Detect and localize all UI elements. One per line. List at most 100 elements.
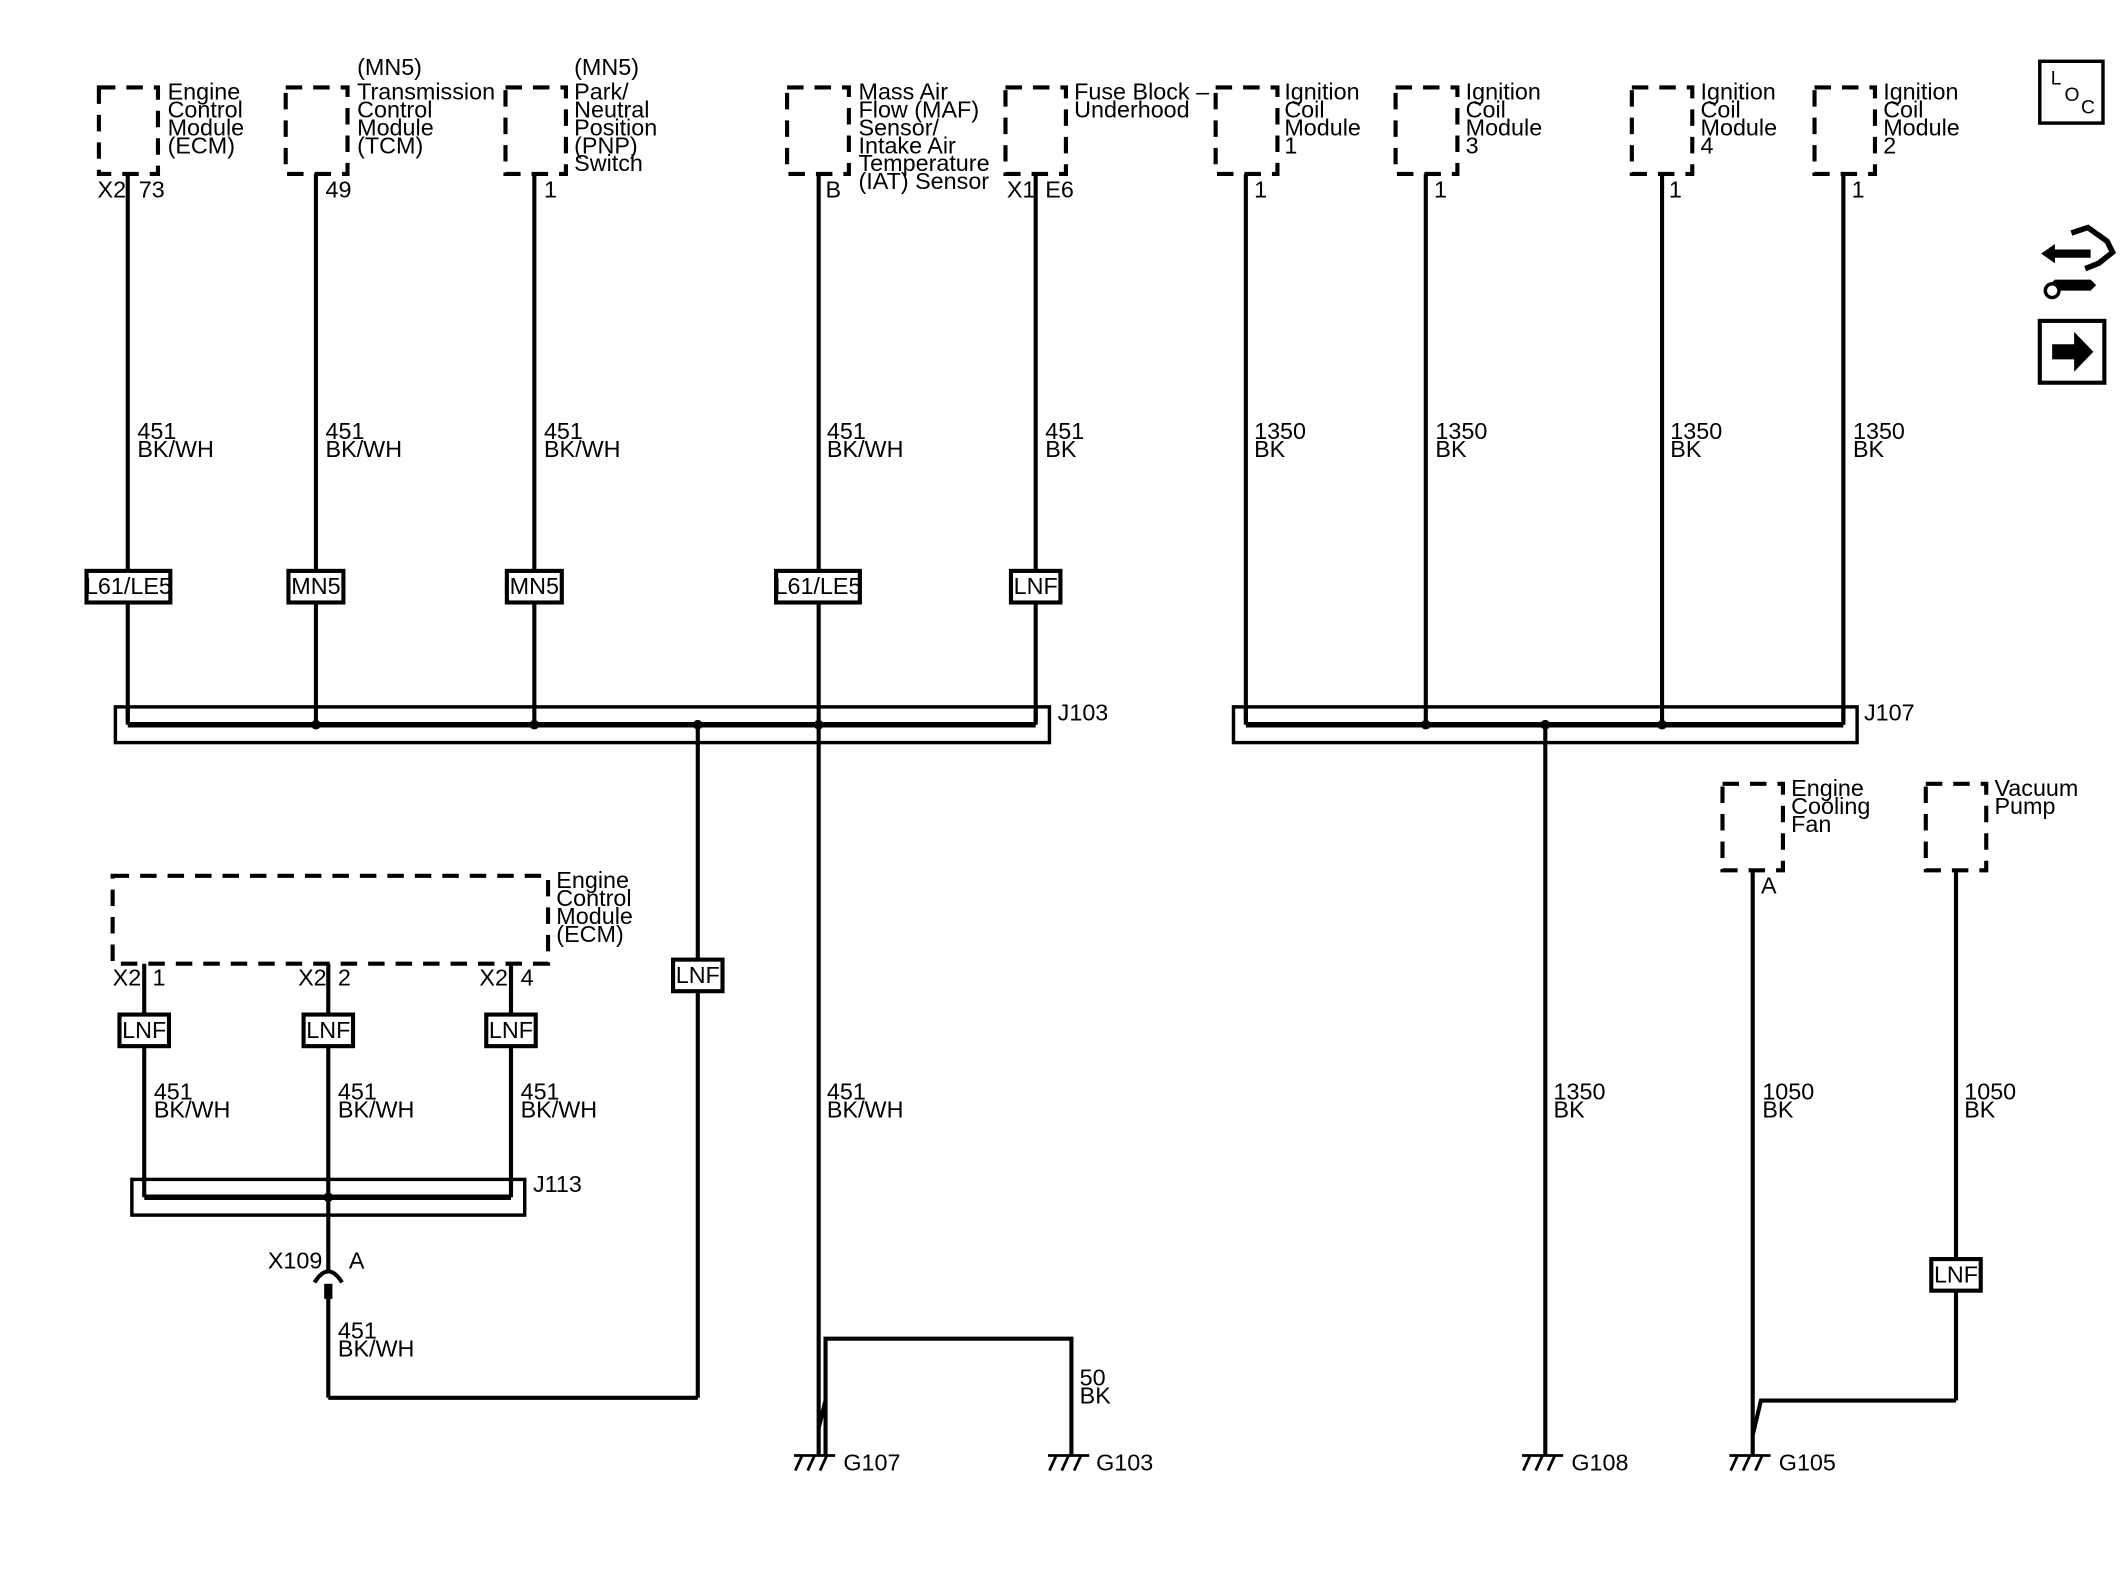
fuse-block-label-line-2: Underhood [1074,97,1190,123]
ground-icon [1729,1454,1771,1472]
wire-color: BK [1853,436,1885,462]
ecm-lower-label-line-4: (ECM) [556,921,623,947]
schematic-reference-icon[interactable] [2041,224,2117,300]
ecm-lower-component: Engine Control Module (ECM) X2 1 X2 2 X2… [110,867,633,991]
maf-pin: B [826,176,842,202]
inline-connector-x109: X109 A [268,1248,365,1299]
coil-2-label-line-2: Coil [1883,97,1923,123]
ecm-pin: 73 [139,176,165,202]
pnp-label-line-5: Switch [574,150,643,176]
wire-label-pump: 1050 BK [1964,1079,2016,1123]
wire-circuit: 50 [1080,1364,1106,1390]
maf-label-line-2: Flow (MAF) [859,97,980,123]
inline-connector-name: X109 [268,1248,323,1274]
ground-g107: G107 [793,1450,900,1476]
option-box-l61-le5-ecm: L61/LE5 [84,568,173,605]
wire-circuit: 1350 [1435,418,1487,444]
wire-label-ecm: 451 BK/WH [137,418,214,462]
engine-cooling-fan-component: Engine Cooling Fan A [1720,775,1870,899]
ecm-lower-pin-3: 4 [521,965,534,991]
ecm-lower-pin-1: 1 [152,965,165,991]
splice-j103: J103 [113,700,1108,745]
option-text: LNF [1014,573,1058,599]
option-box-lnf-j103-branch: LNF [671,957,725,994]
tcm-option: (MN5) [357,54,422,80]
wire-label-coil-1: 1350 BK [1254,418,1306,462]
ground-icon [793,1454,836,1472]
pnp-option: (MN5) [574,54,639,80]
wire-label-maf: 451 BK/WH [827,418,904,462]
option-box-lnf-ecm-pin-4: LNF [484,1012,538,1049]
ground-icon [1048,1454,1090,1472]
next-page-arrow-icon[interactable] [2037,318,2107,385]
wire-color: BK/WH [154,1097,231,1123]
ecm-lower-connector-2: X2 [298,965,327,991]
wire-label-fuse-block: 451 BK [1045,418,1084,462]
wire-circuit: 451 [154,1079,193,1105]
vacuum-pump-component: Vacuum Pump [1923,775,2078,873]
wire-color: BK/WH [326,436,403,462]
wire-label-tcm: 451 BK/WH [326,418,403,462]
coil-1-label-line-2: Coil [1284,97,1324,123]
coil-2-pin: 1 [1852,176,1865,202]
loc-icon[interactable]: L O C [2038,59,2105,125]
ignition-coil-module-2: Ignition Coil Module 2 1 [1812,79,1960,202]
ignition-coil-module-4: Ignition Coil Module 4 1 [1629,79,1777,202]
coil-4-label-line-4: 4 [1701,132,1714,158]
coil-3-label-line-2: Coil [1466,97,1506,123]
ecm-component: Engine Control Module (ECM) X2 73 [96,79,244,202]
ground-g103: G103 [1048,1450,1153,1476]
wire-color: BK [1670,436,1702,462]
option-box-mn5-tcm: MN5 [286,568,346,605]
ground-g105: G105 [1729,1450,1836,1476]
splice-j113: J113 [130,1171,582,1217]
wire-circuit: 1350 [1670,418,1722,444]
wire-circuit: 451 [338,1079,377,1105]
coil-1-label-line-1: Ignition [1284,79,1359,105]
ecm-lower-connector-1: X2 [113,965,142,991]
wire-color: BK/WH [827,1097,904,1123]
coil-2-label-line-4: 2 [1883,132,1896,158]
fuse-block-connector: X1 [1007,176,1036,202]
fan-label-line-2: Cooling [1791,793,1870,819]
ground-label: G108 [1571,1450,1628,1476]
tcm-pin: 49 [326,176,352,202]
fuse-block-label-line-1: Fuse Block – [1074,79,1209,105]
coil-2-label-line-1: Ignition [1883,79,1958,105]
splice-label: J113 [533,1171,582,1197]
wire-label-pnp: 451 BK/WH [544,418,621,462]
wire-color: BK [1762,1097,1794,1123]
ignition-coil-module-3: Ignition Coil Module 3 1 [1393,79,1543,202]
maf-label-line-3: Sensor/ [859,114,940,140]
option-text: LNF [306,1017,350,1043]
pnp-pin: 1 [544,176,557,202]
tcm-component: (MN5) Transmission Control Module (TCM) … [283,54,495,202]
ecm-label-line-2: Control [168,97,243,123]
ecm-label-line-4: (ECM) [168,132,235,158]
coil-3-label-line-1: Ignition [1466,79,1541,105]
ground-g108: G108 [1521,1450,1629,1476]
splice-label: J107 [1864,700,1915,726]
loc-letter-c: C [2081,97,2095,118]
ecm-lower-label-line-1: Engine [556,867,629,893]
wire-label-j107-g108: 1350 BK [1554,1079,1606,1123]
coil-2-label-line-3: Module [1883,114,1960,140]
wire-circuit: 451 [338,1318,377,1344]
fan-label-line-3: Fan [1791,811,1831,837]
ecm-label-line-1: Engine [168,79,241,105]
ignition-coil-module-1: Ignition Coil Module 1 1 [1213,79,1361,202]
coil-1-pin: 1 [1254,176,1267,202]
coil-3-label-line-3: Module [1466,114,1543,140]
ecm-lower-connector-3: X2 [479,965,508,991]
wire-color: BK/WH [338,1097,415,1123]
wire-label-ecm-pin-2: 451 BK/WH [338,1079,415,1123]
option-text: MN5 [291,573,340,599]
wire-color: BK/WH [338,1336,415,1362]
maf-label-line-6: (IAT) Sensor [859,168,990,194]
wire-color: BK [1964,1097,1996,1123]
wire-color: BK/WH [544,436,621,462]
pump-label-line-2: Pump [1994,793,2055,819]
ecm-lower-label-line-2: Control [556,885,631,911]
wire-label-coil-3: 1350 BK [1435,418,1487,462]
